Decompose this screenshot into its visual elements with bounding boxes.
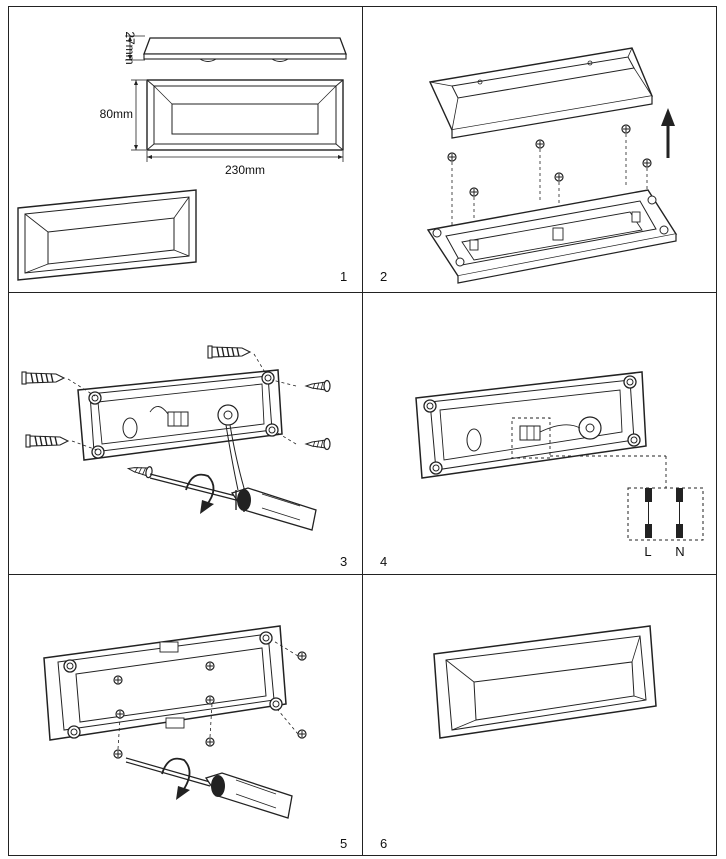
panel5-screws <box>113 639 307 759</box>
panel-6: 6 <box>380 625 657 851</box>
height-label: 27mm <box>123 31 137 64</box>
fitting-perspective <box>17 189 197 281</box>
width-label: 230mm <box>225 163 265 177</box>
height-dimension: 27mm <box>123 31 145 65</box>
terminal-block-detail: L N <box>627 487 704 559</box>
neutral-terminal-label: N <box>675 544 684 559</box>
front-view <box>146 79 344 151</box>
screwdriver-5 <box>125 757 293 819</box>
panel-number-1: 1 <box>340 269 347 284</box>
panel-5: 5 <box>43 625 347 851</box>
panel-2: 2 <box>380 47 678 284</box>
panel-number-6: 6 <box>380 836 387 851</box>
panel-number-4: 4 <box>380 554 387 569</box>
panel-3: 3 <box>21 345 347 569</box>
fixing-screws <box>126 379 331 479</box>
depth-label: 80mm <box>100 107 133 121</box>
depth-dimension: 80mm <box>100 79 146 151</box>
panel-number-3: 3 <box>340 554 347 569</box>
installed-fitting <box>433 625 657 739</box>
rotate-arrow-5 <box>161 757 191 800</box>
panel-number-5: 5 <box>340 836 347 851</box>
cover-on-box <box>43 625 287 741</box>
panel-4: L N 4 <box>380 371 704 569</box>
front-cover <box>428 47 653 139</box>
panel-number-2: 2 <box>380 269 387 284</box>
live-terminal-label: L <box>644 544 651 559</box>
side-profile-view <box>143 37 347 62</box>
back-box-wired <box>415 371 667 488</box>
wall-plugs <box>21 345 267 451</box>
width-dimension: 230mm <box>146 151 344 177</box>
panel-1: 27mm 80mm 230mm <box>17 31 347 284</box>
screwdriver <box>149 473 317 531</box>
back-box <box>426 189 678 284</box>
rotate-arrow <box>185 473 215 514</box>
lift-arrow <box>661 108 675 158</box>
back-box-plan <box>77 369 283 491</box>
